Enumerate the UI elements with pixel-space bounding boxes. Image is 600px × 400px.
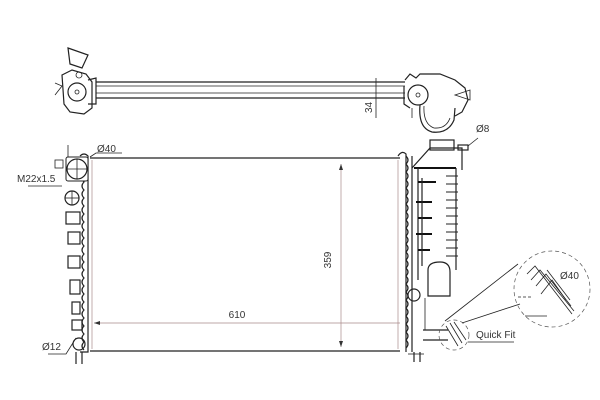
left-fitting-spout [67,47,89,69]
top-view: 34 [54,47,471,133]
outlet-pipe [423,329,448,341]
right-tank: Ø8 [397,124,490,362]
tank-lower-chamber [427,261,451,297]
bleed-diameter-label: Ø8 [476,124,490,135]
tube-depth-label: 34 [364,101,375,113]
height-label: 359 [323,251,334,268]
quick-fit-enlarged-detail: Ø40 [513,250,591,328]
quick-fit-diameter-label: Ø40 [560,271,579,282]
left-fitting-body [61,69,93,115]
left-fitting-port [67,82,87,102]
right-fitting-port [407,84,429,106]
expansion-cap [429,139,455,151]
quick-fit-detail-circle [438,319,470,351]
quick-fit-label: Quick Fit [476,330,516,341]
bleed-nipple [457,144,469,151]
inlet-diameter-label: Ø40 [97,144,116,155]
right-fitting-loop [419,104,456,133]
drain-diameter-label: Ø12 [42,342,61,353]
left-tank [54,145,89,364]
drain-circle [72,337,86,351]
thread-label: M22x1.5 [17,174,56,185]
width-label: 610 [229,310,246,321]
front-view: Ø40 M22x1.5 Ø12 359 610 Ø8 [17,124,591,364]
right-fitting-body [404,73,469,117]
